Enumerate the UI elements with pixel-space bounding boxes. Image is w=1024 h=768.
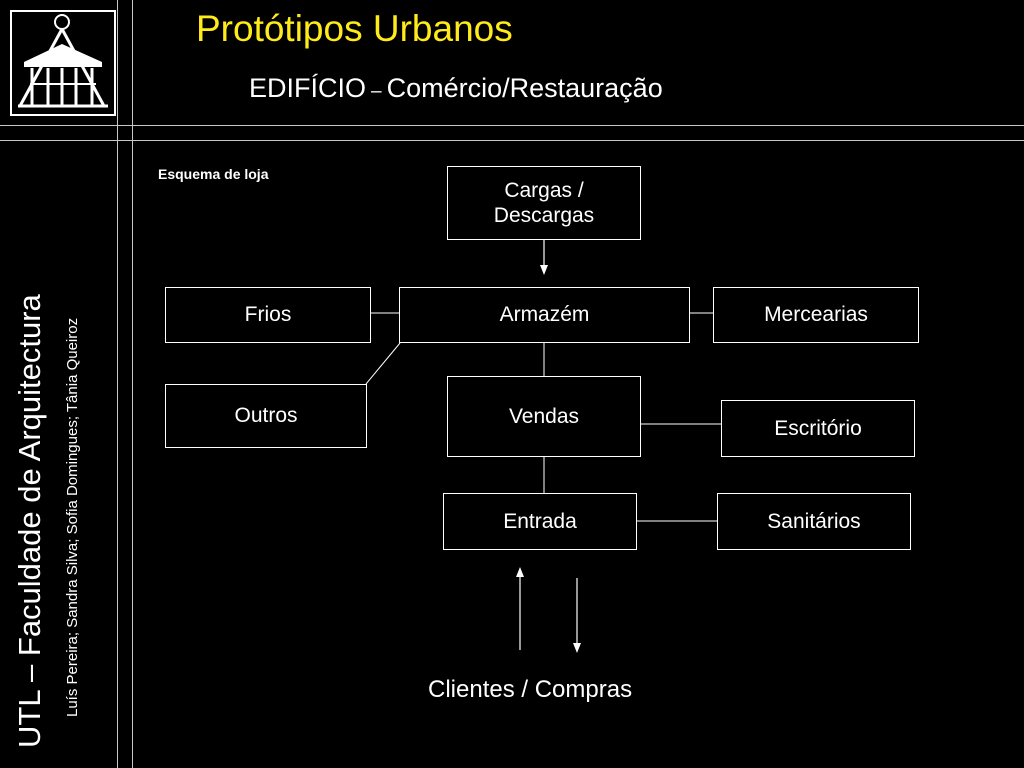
horizontal-rule-top [0, 125, 1024, 126]
page-subtitle: EDIFÍCIO–Comércio/Restauração [249, 73, 663, 104]
node-cargas-descargas: Cargas / Descargas [447, 166, 641, 240]
vertical-rule-left [117, 0, 118, 768]
subtitle-rest: Comércio/Restauração [386, 73, 663, 103]
diagram-label: Esquema de loja [158, 166, 269, 182]
page-title: Protótipos Urbanos [196, 8, 513, 49]
node-escritorio: Escritório [721, 400, 915, 457]
link-outros-armazem [365, 342, 401, 385]
vertical-rule-right [132, 0, 133, 768]
node-entrada: Entrada [443, 493, 637, 550]
node-mercearias: Mercearias [713, 287, 919, 343]
horizontal-rule-bottom [0, 140, 1024, 141]
node-vendas: Vendas [447, 376, 641, 457]
node-armazem: Armazém [399, 287, 690, 343]
clientes-compras-label: Clientes / Compras [428, 676, 633, 703]
subtitle-dash: – [371, 81, 382, 102]
subtitle-main: EDIFÍCIO [249, 73, 367, 103]
node-frios: Frios [165, 287, 371, 343]
node-sanitarios: Sanitários [717, 493, 911, 550]
faculty-logo-icon [10, 10, 116, 116]
node-outros: Outros [165, 384, 367, 448]
